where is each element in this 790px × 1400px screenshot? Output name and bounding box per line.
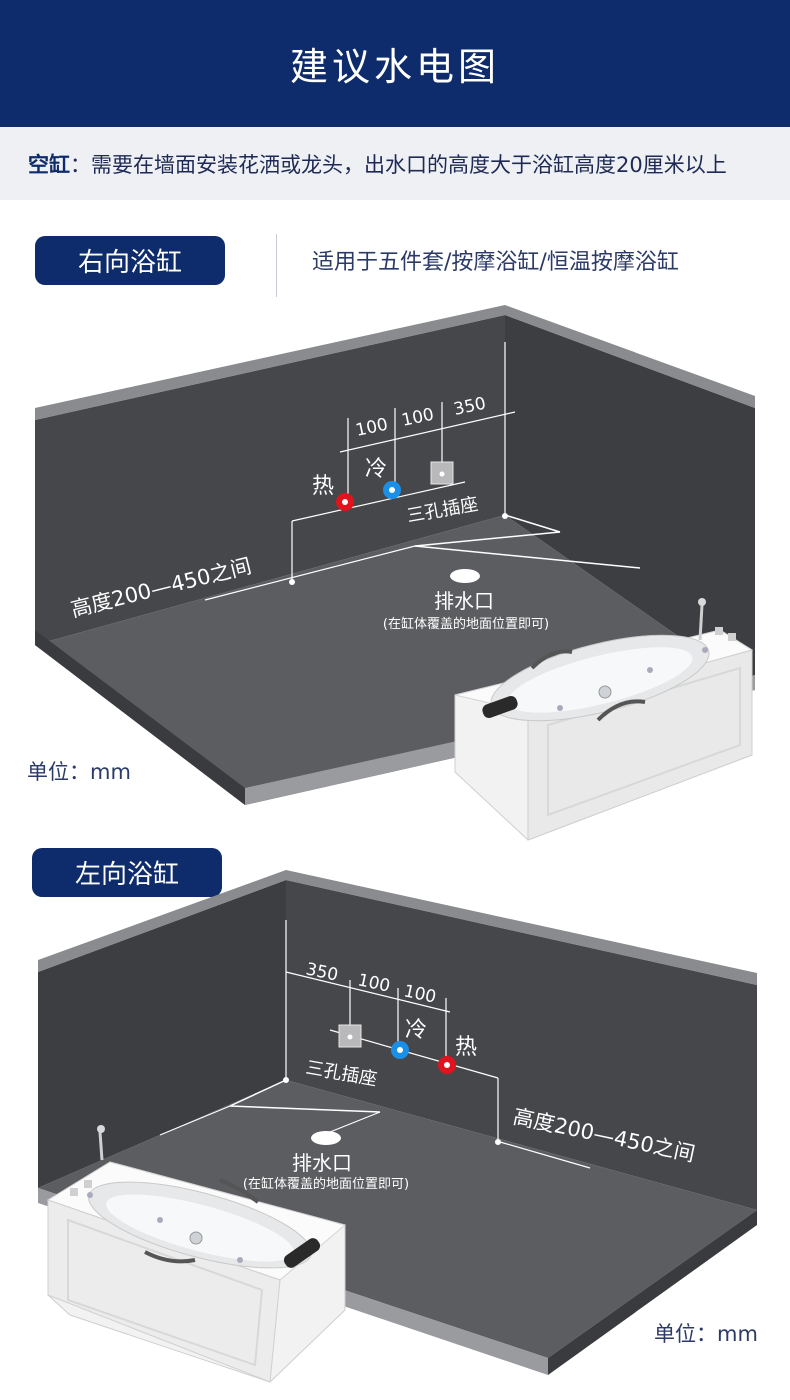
floor-guide-line	[229, 1105, 381, 1113]
socket-center	[439, 471, 445, 477]
wall-top-edge	[35, 305, 505, 420]
unit-label: 单位：mm	[27, 760, 131, 784]
cold-outlet-center	[397, 1047, 403, 1053]
height-marker	[289, 579, 295, 585]
back-wall	[286, 880, 757, 1210]
drain-note: (在缸体覆盖的地面位置即可)	[383, 616, 549, 632]
cold-outlet-center	[389, 487, 395, 493]
floor-guide-line	[504, 514, 561, 533]
floor-guide-line	[229, 1079, 287, 1107]
corner-marker	[283, 1077, 289, 1083]
back-wall	[35, 315, 505, 645]
note-separator: ：	[70, 152, 91, 177]
floor-front-edge	[35, 630, 245, 805]
drain-note: (在缸体覆盖的地面位置即可)	[243, 1176, 409, 1192]
side-wall-top-edge	[38, 870, 286, 972]
floor-guide-line	[159, 1105, 231, 1136]
socket-center	[347, 1034, 353, 1040]
floor-guide-line	[204, 545, 416, 601]
hot-outlet-center	[444, 1062, 450, 1068]
wall-top-edge	[286, 870, 757, 985]
bathtub-illustration	[454, 598, 754, 841]
note-bar: 空缸：需要在墙面安装花洒或龙头，出水口的高度大于浴缸高度20厘米以上	[0, 127, 790, 200]
drain-label: 排水口	[292, 1151, 352, 1175]
applicable-description: 适用于五件套/按摩浴缸/恒温按摩浴缸	[312, 250, 679, 275]
drain-label: 排水口	[434, 589, 494, 613]
drain-icon	[450, 569, 480, 583]
hot-label: 热	[455, 1035, 477, 1060]
note-text: 需要在墙面安装花洒或龙头，出水口的高度大于浴缸高度20厘米以上	[91, 152, 727, 177]
floor-guide-line	[414, 545, 641, 569]
dimension-line	[339, 411, 516, 453]
note-label: 空缸	[28, 152, 70, 177]
left-tub-badge: 左向浴缸	[32, 848, 222, 897]
floor	[35, 515, 755, 805]
side-wall	[505, 315, 755, 690]
note: 空缸：需要在墙面安装花洒或龙头，出水口的高度大于浴缸高度20厘米以上	[28, 149, 727, 179]
unit-label: 单位：mm	[654, 1322, 758, 1346]
right-layout-diagram: 100 100 350 热 冷 三孔插座 高度200—450之间 排水口 (在缸…	[35, 305, 755, 841]
cold-label: 冷	[405, 1018, 427, 1043]
side-wall	[38, 880, 286, 1188]
header-banner: 建议水电图	[0, 0, 790, 127]
section-divider	[276, 234, 277, 297]
side-wall-top-edge	[505, 305, 755, 408]
corner-marker	[502, 513, 508, 519]
floor-guide-line	[329, 1111, 381, 1133]
cold-label: 冷	[365, 457, 387, 482]
hot-label: 热	[312, 474, 334, 499]
height-marker	[495, 1139, 501, 1145]
pipe-line	[291, 481, 466, 522]
bathtub-illustration	[46, 1125, 347, 1383]
drain-icon	[311, 1131, 341, 1145]
hot-outlet-center	[342, 499, 348, 505]
right-tub-badge: 右向浴缸	[35, 236, 225, 285]
floor-guide-line	[414, 531, 561, 547]
page-title: 建议水电图	[289, 45, 500, 89]
left-layout-diagram: 350 100 100 冷 热 三孔插座 高度200—450之间 排水口 (在缸…	[38, 870, 757, 1383]
floor-guide-line	[499, 1141, 591, 1169]
dimension-line	[285, 971, 451, 1013]
floor	[38, 1080, 757, 1358]
floor-front-edge	[548, 1210, 757, 1375]
